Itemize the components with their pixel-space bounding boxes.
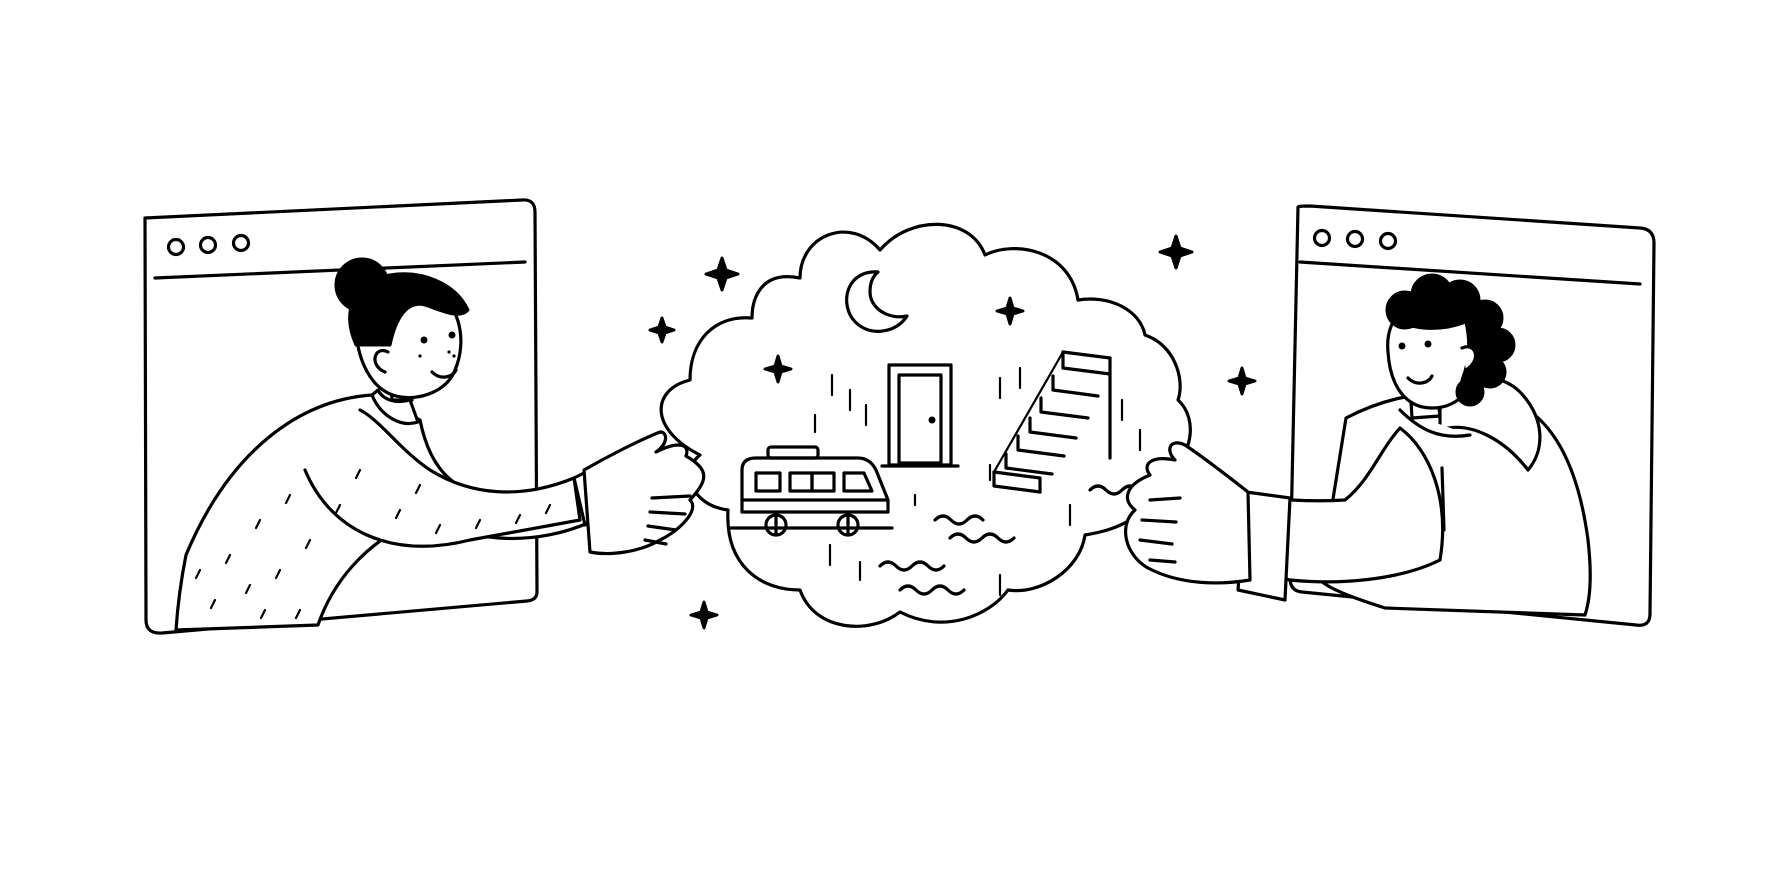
sparkle-icon: [1160, 236, 1192, 268]
man-with-curly-hair: [1126, 275, 1591, 615]
window-control-icon: [234, 236, 249, 251]
sparkle-group: [650, 236, 1255, 628]
woman-with-bun: [176, 259, 704, 630]
window-control-icon: [1315, 231, 1330, 246]
sparkle-icon: [765, 356, 791, 382]
sweater-speckles: [196, 470, 550, 618]
camper-van-icon: [730, 447, 892, 535]
window-control-icon: [1381, 234, 1396, 249]
rain-line-icon: [815, 368, 1140, 595]
thought-cloud: [661, 224, 1190, 626]
window-control-icon: [1348, 232, 1363, 247]
window-control-icon: [201, 238, 216, 253]
window-control-icon: [169, 240, 184, 255]
sparkle-icon: [1229, 368, 1255, 394]
staircase-icon: [994, 352, 1110, 492]
door-icon: [882, 365, 958, 466]
sparkle-icon: [650, 318, 674, 342]
sparkle-icon: [691, 602, 717, 628]
water-wave-icon: [880, 486, 1138, 594]
sparkle-icon: [706, 258, 738, 290]
crescent-moon-icon: [847, 272, 907, 331]
sparkle-icon: [997, 298, 1023, 324]
curly-hair: [1387, 275, 1514, 405]
